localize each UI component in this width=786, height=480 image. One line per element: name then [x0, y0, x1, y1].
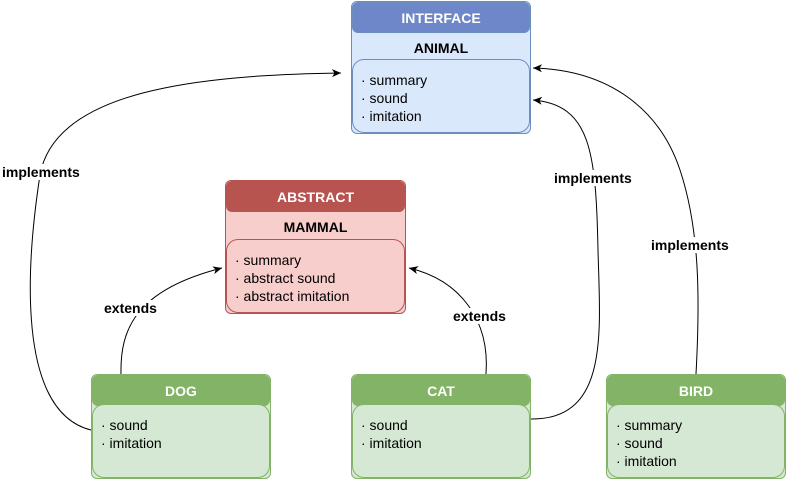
member-item: · sound	[361, 417, 408, 433]
class-dog-members: · sound · imitation	[92, 404, 270, 478]
abstract-name: MAMMAL	[283, 219, 348, 235]
class-cat-name: CAT	[352, 375, 530, 406]
member-item: · abstract sound	[235, 270, 336, 286]
member-item: · imitation	[101, 435, 162, 451]
member-item: · summary	[235, 252, 302, 268]
class-bird-name: BIRD	[607, 375, 785, 406]
class-dog-name: DOG	[92, 375, 270, 406]
edge-label-cat-extends: extends	[453, 308, 506, 324]
class-cat-members: · sound · imitation	[352, 404, 530, 478]
abstract-members: · summary · abstract sound · abstract im…	[226, 239, 405, 313]
member-item: · summary	[616, 417, 683, 433]
edge-label-dog-implements: implements	[2, 164, 80, 180]
member-item: · imitation	[361, 108, 422, 124]
class-cat[interactable]: CAT · sound · imitation	[351, 374, 531, 479]
member-item: · imitation	[361, 435, 422, 451]
abstract-mammal[interactable]: ABSTRACT MAMMAL · summary · abstract sou…	[225, 180, 406, 314]
interface-members: · summary · sound · imitation	[352, 59, 530, 133]
member-item: · sound	[101, 417, 148, 433]
class-dog[interactable]: DOG · sound · imitation	[91, 374, 271, 479]
member-item: · abstract imitation	[235, 288, 350, 304]
class-bird[interactable]: BIRD · summary · sound · imitation	[606, 374, 786, 479]
interface-name: ANIMAL	[413, 40, 469, 56]
member-item: · summary	[361, 72, 428, 88]
interface-animal[interactable]: INTERFACE ANIMAL · summary · sound · imi…	[351, 1, 531, 134]
edge-bird-implements-animal	[532, 64, 699, 375]
edge-cat-implements-animal	[530, 96, 600, 420]
member-item: · sound	[361, 90, 408, 106]
member-item: · imitation	[616, 453, 677, 469]
edge-dog-extends-mammal	[120, 266, 223, 375]
member-item: · sound	[616, 435, 663, 451]
abstract-stereotype: ABSTRACT	[226, 181, 405, 212]
edge-label-bird-implements: implements	[651, 237, 729, 253]
edge-label-cat-implements: implements	[554, 170, 632, 186]
edge-label-dog-extends: extends	[104, 300, 157, 316]
interface-stereotype: INTERFACE	[352, 2, 530, 33]
edge-cat-extends-mammal	[408, 266, 487, 375]
class-bird-members: · summary · sound · imitation	[607, 404, 785, 478]
